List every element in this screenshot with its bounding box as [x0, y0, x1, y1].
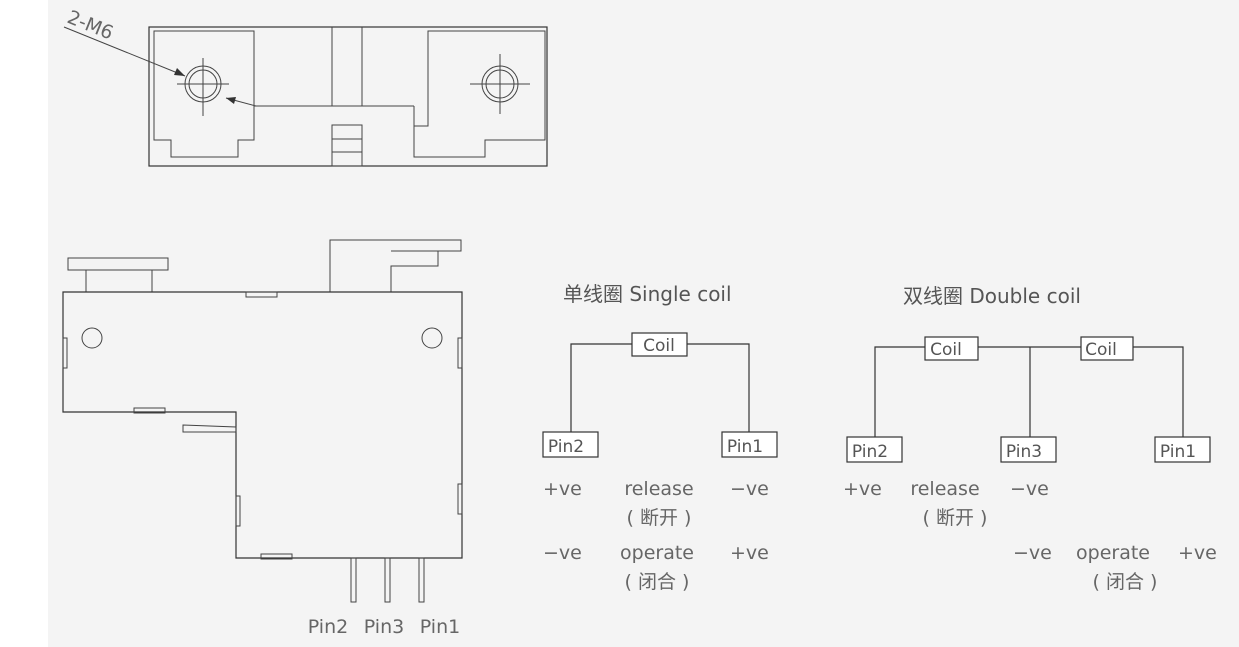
- single-operate-action: operate: [620, 542, 694, 564]
- double-release-note: ( 断开 ): [923, 507, 988, 529]
- right-top-tab: [329, 239, 462, 293]
- side-view: Pin2 Pin3 Pin1: [62, 239, 463, 638]
- double-coil-title: 双线圈 Double coil: [903, 284, 1081, 308]
- single-pin2-label: Pin2: [548, 437, 584, 457]
- callout-leader: [63, 26, 186, 77]
- inner-side-clip: [235, 495, 241, 527]
- pin1-lead: [418, 557, 425, 603]
- right-side-clip-1: [457, 337, 463, 369]
- pin2-lead: [350, 557, 357, 603]
- armature-lever: [182, 424, 237, 433]
- double-coil-right-box: [1080, 336, 1134, 361]
- double-coil-wire-left: [874, 346, 925, 437]
- pin1-label: Pin1: [420, 616, 460, 638]
- double-coil-right-label: Coil: [1085, 340, 1117, 360]
- single-release-note: ( 断开 ): [627, 507, 692, 529]
- double-coil-diagram: 双线圈 Double coil Coil Coil Pin2 Pin3 Pin1…: [843, 284, 1217, 593]
- mount-hole-left: [81, 327, 103, 349]
- relay-body: [62, 291, 463, 559]
- center-terminal-block: [331, 124, 363, 167]
- single-pin2-box: [542, 431, 599, 458]
- left-side-clip: [62, 337, 68, 369]
- single-coil-title: 单线圈 Single coil: [563, 282, 732, 306]
- single-coil-diagram: 单线圈 Single coil Coil Pin2 Pin1 +ve relea…: [542, 282, 778, 593]
- single-coil-box: [631, 332, 688, 357]
- double-pin3-label: Pin3: [1006, 442, 1042, 462]
- pin3-lead: [384, 557, 391, 603]
- single-operate-note: ( 闭合 ): [625, 571, 690, 593]
- single-coil-wire-left: [570, 343, 632, 432]
- single-operate-left: −ve: [543, 542, 582, 564]
- double-coil-left-label: Coil: [930, 340, 962, 360]
- double-operate-note: ( 闭合 ): [1093, 571, 1158, 593]
- double-pin2-box: [846, 436, 903, 463]
- single-release-right: −ve: [730, 478, 769, 500]
- double-release-action: release: [910, 478, 979, 500]
- body-bottom-clip: [133, 407, 166, 414]
- callout-arrowhead-2: [226, 97, 236, 104]
- hole-callout-label: 2-M6: [64, 6, 116, 44]
- body-top-clip: [245, 291, 278, 298]
- double-release-right: −ve: [1010, 478, 1049, 500]
- right-terminal-plate: [413, 30, 546, 158]
- double-coil-wire-right: [1133, 346, 1184, 437]
- single-release-left: +ve: [543, 478, 582, 500]
- left-top-tab: [67, 257, 169, 293]
- double-operate-left: −ve: [1013, 542, 1052, 564]
- double-operate-right: +ve: [1178, 542, 1217, 564]
- top-view: 2-M6: [63, 6, 548, 167]
- double-operate-action: operate: [1076, 542, 1150, 564]
- left-terminal-plate: [153, 30, 255, 158]
- base-clip: [260, 553, 293, 560]
- mount-hole-right: [421, 327, 443, 349]
- pin2-label: Pin2: [308, 616, 348, 638]
- single-operate-right: +ve: [730, 542, 769, 564]
- single-coil-wire-right: [687, 343, 750, 432]
- double-pin1-label: Pin1: [1160, 442, 1196, 462]
- double-pin2-label: Pin2: [852, 442, 888, 462]
- pin3-label: Pin3: [364, 616, 404, 638]
- single-pin1-label: Pin1: [727, 437, 763, 457]
- callout-arrowhead-1: [174, 68, 185, 76]
- drawing-panel: [48, 0, 1239, 647]
- double-release-left: +ve: [843, 478, 882, 500]
- double-pin3-box: [1000, 436, 1057, 463]
- single-pin1-box: [721, 431, 778, 458]
- double-coil-left-box: [924, 336, 979, 361]
- right-side-clip-2: [457, 483, 463, 515]
- double-pin1-box: [1154, 436, 1211, 463]
- single-coil-label: Coil: [643, 336, 675, 356]
- single-release-action: release: [624, 478, 693, 500]
